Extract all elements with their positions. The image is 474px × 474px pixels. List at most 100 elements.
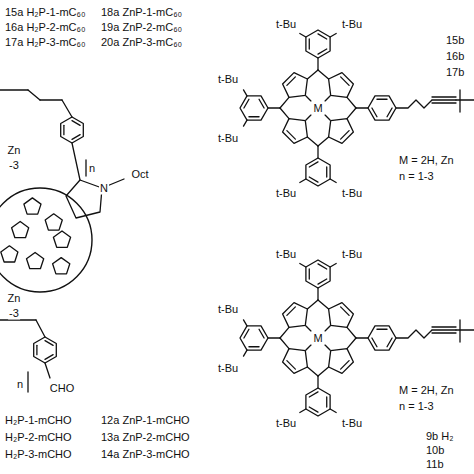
substituent-label: t-Bu <box>341 187 363 200</box>
atom-label: Zn <box>7 292 22 305</box>
fullerene-cage <box>0 188 92 292</box>
pyrrole-ring <box>283 119 308 144</box>
meso-bond <box>347 97 356 108</box>
tbu-bond <box>330 264 336 268</box>
fullerene-face <box>53 231 70 247</box>
double-bond <box>63 125 64 134</box>
compound-label: 11b <box>425 458 445 471</box>
bond-line <box>36 320 45 337</box>
group-label: CHO <box>49 382 75 395</box>
fullerene-face <box>27 252 44 268</box>
double-bond <box>309 407 318 412</box>
substituent-label: t-Bu <box>275 417 297 430</box>
compound-label: 15b <box>445 34 465 47</box>
meso-bond <box>347 327 356 338</box>
compound-label: 18a ZnP-1-mC₆₀ <box>100 6 183 19</box>
metal-bond <box>325 96 330 101</box>
compound-label: H₂P-3-mCHO <box>4 448 73 461</box>
double-bond <box>287 77 295 85</box>
aryl-bond <box>268 107 280 108</box>
substituent-label: t-Bu <box>217 303 239 316</box>
compound-label: 12a ZnP-1-mCHO <box>100 414 191 427</box>
aryl-bond <box>317 58 318 70</box>
double-bond <box>309 162 318 167</box>
repeat-label: n = 1-3 <box>398 400 435 413</box>
repeat-bracket <box>27 372 28 392</box>
double-bond <box>318 279 327 284</box>
aryl-bond <box>317 288 318 300</box>
meso-bond <box>318 137 329 146</box>
compound-label: 19a ZnP-2-mC₆₀ <box>100 21 183 34</box>
aryl-ring <box>306 30 330 58</box>
alkyne-bond <box>432 332 456 333</box>
atom-label: M <box>312 102 323 115</box>
double-bond <box>72 121 80 126</box>
compound-label: 14a ZnP-3-mCHO <box>100 448 191 461</box>
double-bond <box>287 307 295 315</box>
double-bond <box>372 108 377 117</box>
tbu-bond <box>244 350 248 356</box>
double-bond <box>341 77 349 85</box>
tbu-bond <box>244 120 248 126</box>
pyrrole-ring <box>283 73 308 98</box>
double-bond <box>318 49 327 54</box>
repeat-bracket <box>459 90 460 112</box>
substituent-label: t-Bu <box>217 132 239 145</box>
double-bond <box>259 329 264 338</box>
meso-bond <box>307 70 318 79</box>
compound-label: 17a H₂P-3-mC₆₀ <box>4 36 87 49</box>
atom-label: Zn <box>7 144 22 157</box>
repeat-label: M = 2H, Zn <box>398 384 455 397</box>
double-bond <box>244 329 249 338</box>
double-bond <box>318 34 327 39</box>
double-bond <box>287 131 295 139</box>
octyl-bond <box>107 179 124 186</box>
substituent-label: t-Bu <box>275 248 297 261</box>
linker-chain <box>396 100 432 108</box>
tbu-bond <box>244 90 248 96</box>
pyrrole-ring <box>283 303 308 328</box>
metal-bond <box>325 115 330 120</box>
double-bond <box>341 361 349 369</box>
bond-line <box>62 100 72 117</box>
alkyne-bond <box>432 102 456 103</box>
meso-bond <box>318 300 329 309</box>
fullerene-face <box>1 246 18 262</box>
tbu-bond <box>300 34 306 38</box>
tbu-bond <box>300 179 306 183</box>
compound-label: 16b <box>445 50 465 63</box>
meso-bond <box>347 108 356 119</box>
repeat-label: M = 2H, Zn <box>398 154 455 167</box>
metal-bond <box>306 326 311 331</box>
substituent-label: t-Bu <box>275 187 297 200</box>
tbu-bond <box>244 320 248 326</box>
alkyne-bond <box>432 99 456 100</box>
tbu-bond <box>330 34 336 38</box>
aryl-ring <box>306 158 330 186</box>
substituent-label: t-Bu <box>217 362 239 375</box>
aryl-ring <box>240 96 268 120</box>
aryl-bond <box>356 337 368 338</box>
bond-line <box>0 319 36 320</box>
pyrrole-ring <box>329 349 354 374</box>
double-bond <box>45 341 53 346</box>
pyridine-ring <box>34 337 57 363</box>
tbu-bond <box>330 179 336 183</box>
atom-label: N <box>99 182 109 195</box>
double-bond <box>72 135 80 140</box>
pyrrole-ring <box>329 303 354 328</box>
compound-label: 9b H₂ <box>425 430 455 443</box>
fullerene-face <box>12 222 29 238</box>
double-bond <box>326 167 327 177</box>
alkyne-bond <box>432 326 456 327</box>
repeat-label: n <box>88 162 96 175</box>
tbu-bond <box>330 409 336 413</box>
compound-label: 17b <box>445 66 465 79</box>
pyrrolidine-ring <box>66 180 102 218</box>
double-bond <box>309 177 318 182</box>
double-bond <box>45 355 53 360</box>
pyrrole-ring <box>329 73 354 98</box>
aryl-bond <box>356 107 368 108</box>
double-bond <box>36 345 37 354</box>
